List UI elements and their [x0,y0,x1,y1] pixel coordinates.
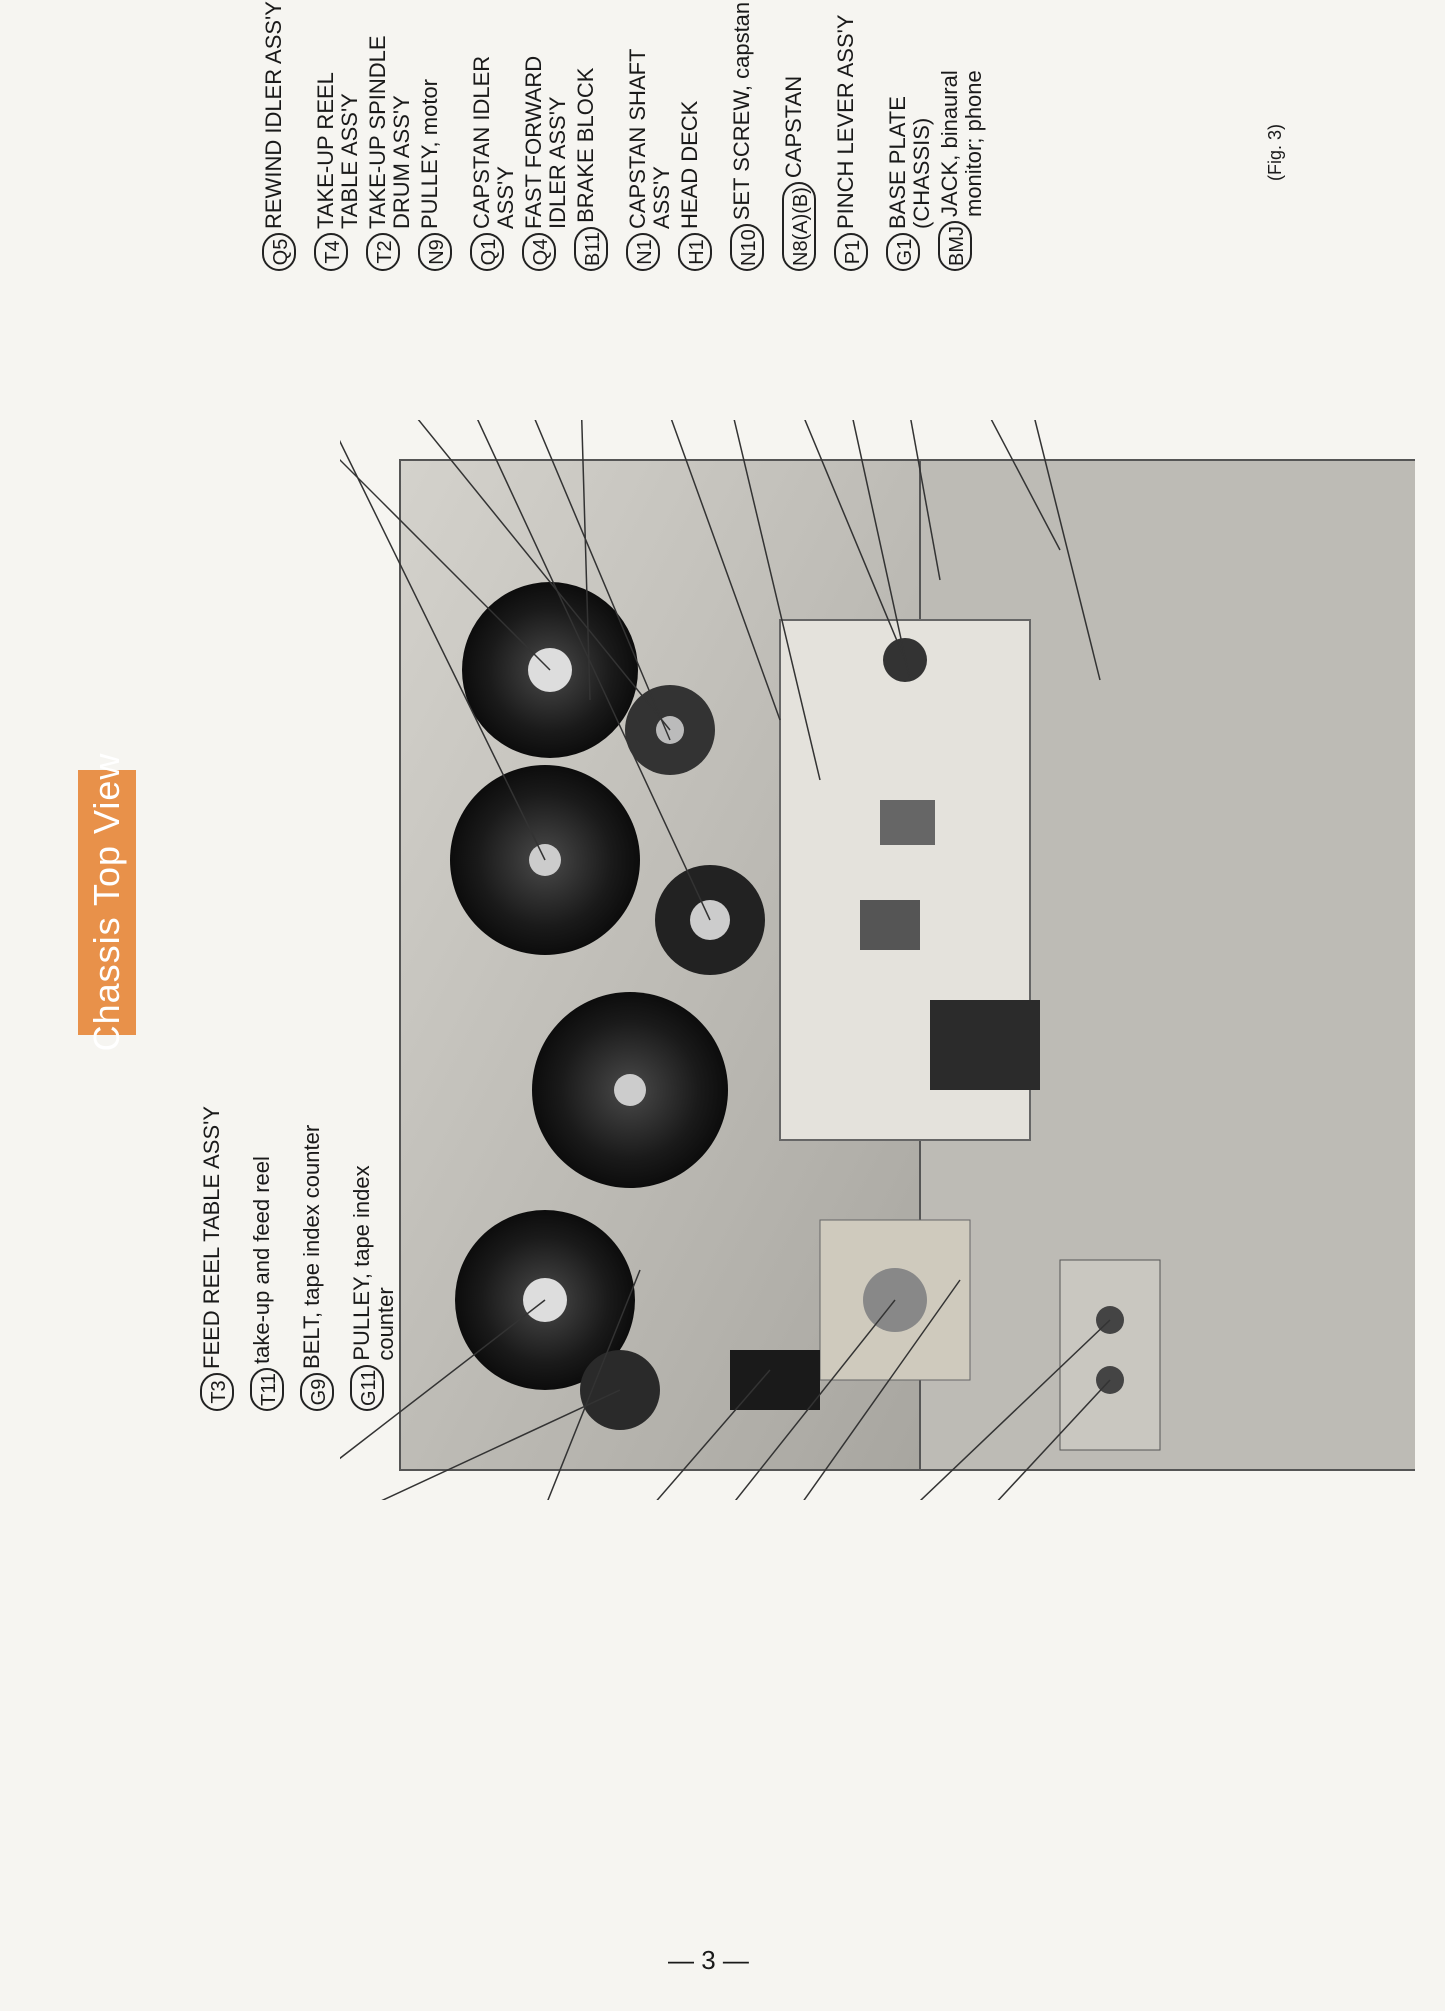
part-code-badge: BMJ [938,221,972,271]
playback-head [880,800,935,845]
part-description: CAPSTAN SHAFT [625,48,650,229]
part-description: monitor; phone [961,70,986,217]
part-description: TABLE ASS'Y [337,93,362,229]
part-description: PINCH LEVER ASS'Y [833,14,858,230]
part-description: ASS'Y [493,166,518,229]
labels_bottom-label-t11: T11 take-up and feed reel [249,1156,284,1411]
part-description: TAKE-UP SPINDLE [365,35,390,229]
labels_top-label-g1: G1 BASE PLATE(CHASSIS) [885,96,934,271]
part-code-badge: G1 [886,233,920,271]
jack-panel [1059,1259,1161,1451]
part-code-badge: N9 [418,233,452,271]
figure-label: (Fig. 3) [1265,123,1285,181]
part-description: PULLEY, motor [417,78,442,229]
part-description: IDLER ASS'Y [545,96,570,229]
part-code-badge: T3 [200,1373,234,1411]
chassis-illustration [340,420,1415,1500]
labels_top-label-n10: N10 SET SCREW, capstan [729,1,764,271]
labels_top-label-n9: N9 PULLEY, motor [417,78,452,271]
part-description: DRUM ASS'Y [389,95,414,229]
part-description: FEED REEL TABLE ASS'Y [199,1105,224,1369]
counter [730,1350,820,1410]
labels_top-label-h1: H1 HEAD DECK [677,100,712,271]
labels_bottom-label-g9: G9 BELT, tape index counter [299,1124,334,1411]
part-code-badge: N10 [730,224,764,271]
part-description: BASE PLATE [885,96,910,229]
part-code-badge: N1 [626,233,660,271]
part-description: JACK, binaural [937,70,962,217]
part-code-badge: T11 [250,1368,284,1411]
labels_top-label-q5: Q5 REWIND IDLER ASS'Y [261,1,296,271]
part-code-badge: T4 [314,233,348,271]
part-description: CAPSTAN [781,75,806,179]
title-badge: Chassis Top View [78,753,136,1051]
part-code-badge: Q4 [522,233,556,271]
recording-head [860,900,920,950]
part-description: SET SCREW, capstan [729,1,754,221]
mode-switch [930,1000,1040,1090]
part-code-badge: Q1 [470,233,504,271]
part-code-badge: T2 [366,233,400,271]
part-code-badge: G9 [300,1373,334,1411]
labels_bottom-label-t3: T3 FEED REEL TABLE ASS'Y [199,1105,234,1411]
labels_top-label-b11: B11 BRAKE BLOCK [573,67,608,271]
part-code-badge: B11 [574,226,608,271]
part-description: REWIND IDLER ASS'Y [261,1,286,229]
part-description: BELT, tape index counter [299,1124,324,1369]
part-description: CAPSTAN IDLER [469,55,494,229]
part-description: FAST FORWARD [521,55,546,229]
part-code-badge: H1 [678,233,712,271]
labels_top-label-p1: P1 PINCH LEVER ASS'Y [833,14,868,271]
part-description: HEAD DECK [677,100,702,229]
part-description: (CHASSIS) [909,117,934,229]
part-description: ASS'Y [649,166,674,229]
part-code-badge: P1 [834,233,868,271]
part-code-badge: N8(A)(B) [782,182,816,271]
page-number: — 3 — [668,1945,749,1975]
part-description: take-up and feed reel [249,1156,274,1365]
part-code-badge: Q5 [262,233,296,271]
part-description: TAKE-UP REEL [313,72,338,229]
labels_top-label-n8ab: N8(A)(B) CAPSTAN [781,75,816,271]
part-description: BRAKE BLOCK [573,67,598,223]
